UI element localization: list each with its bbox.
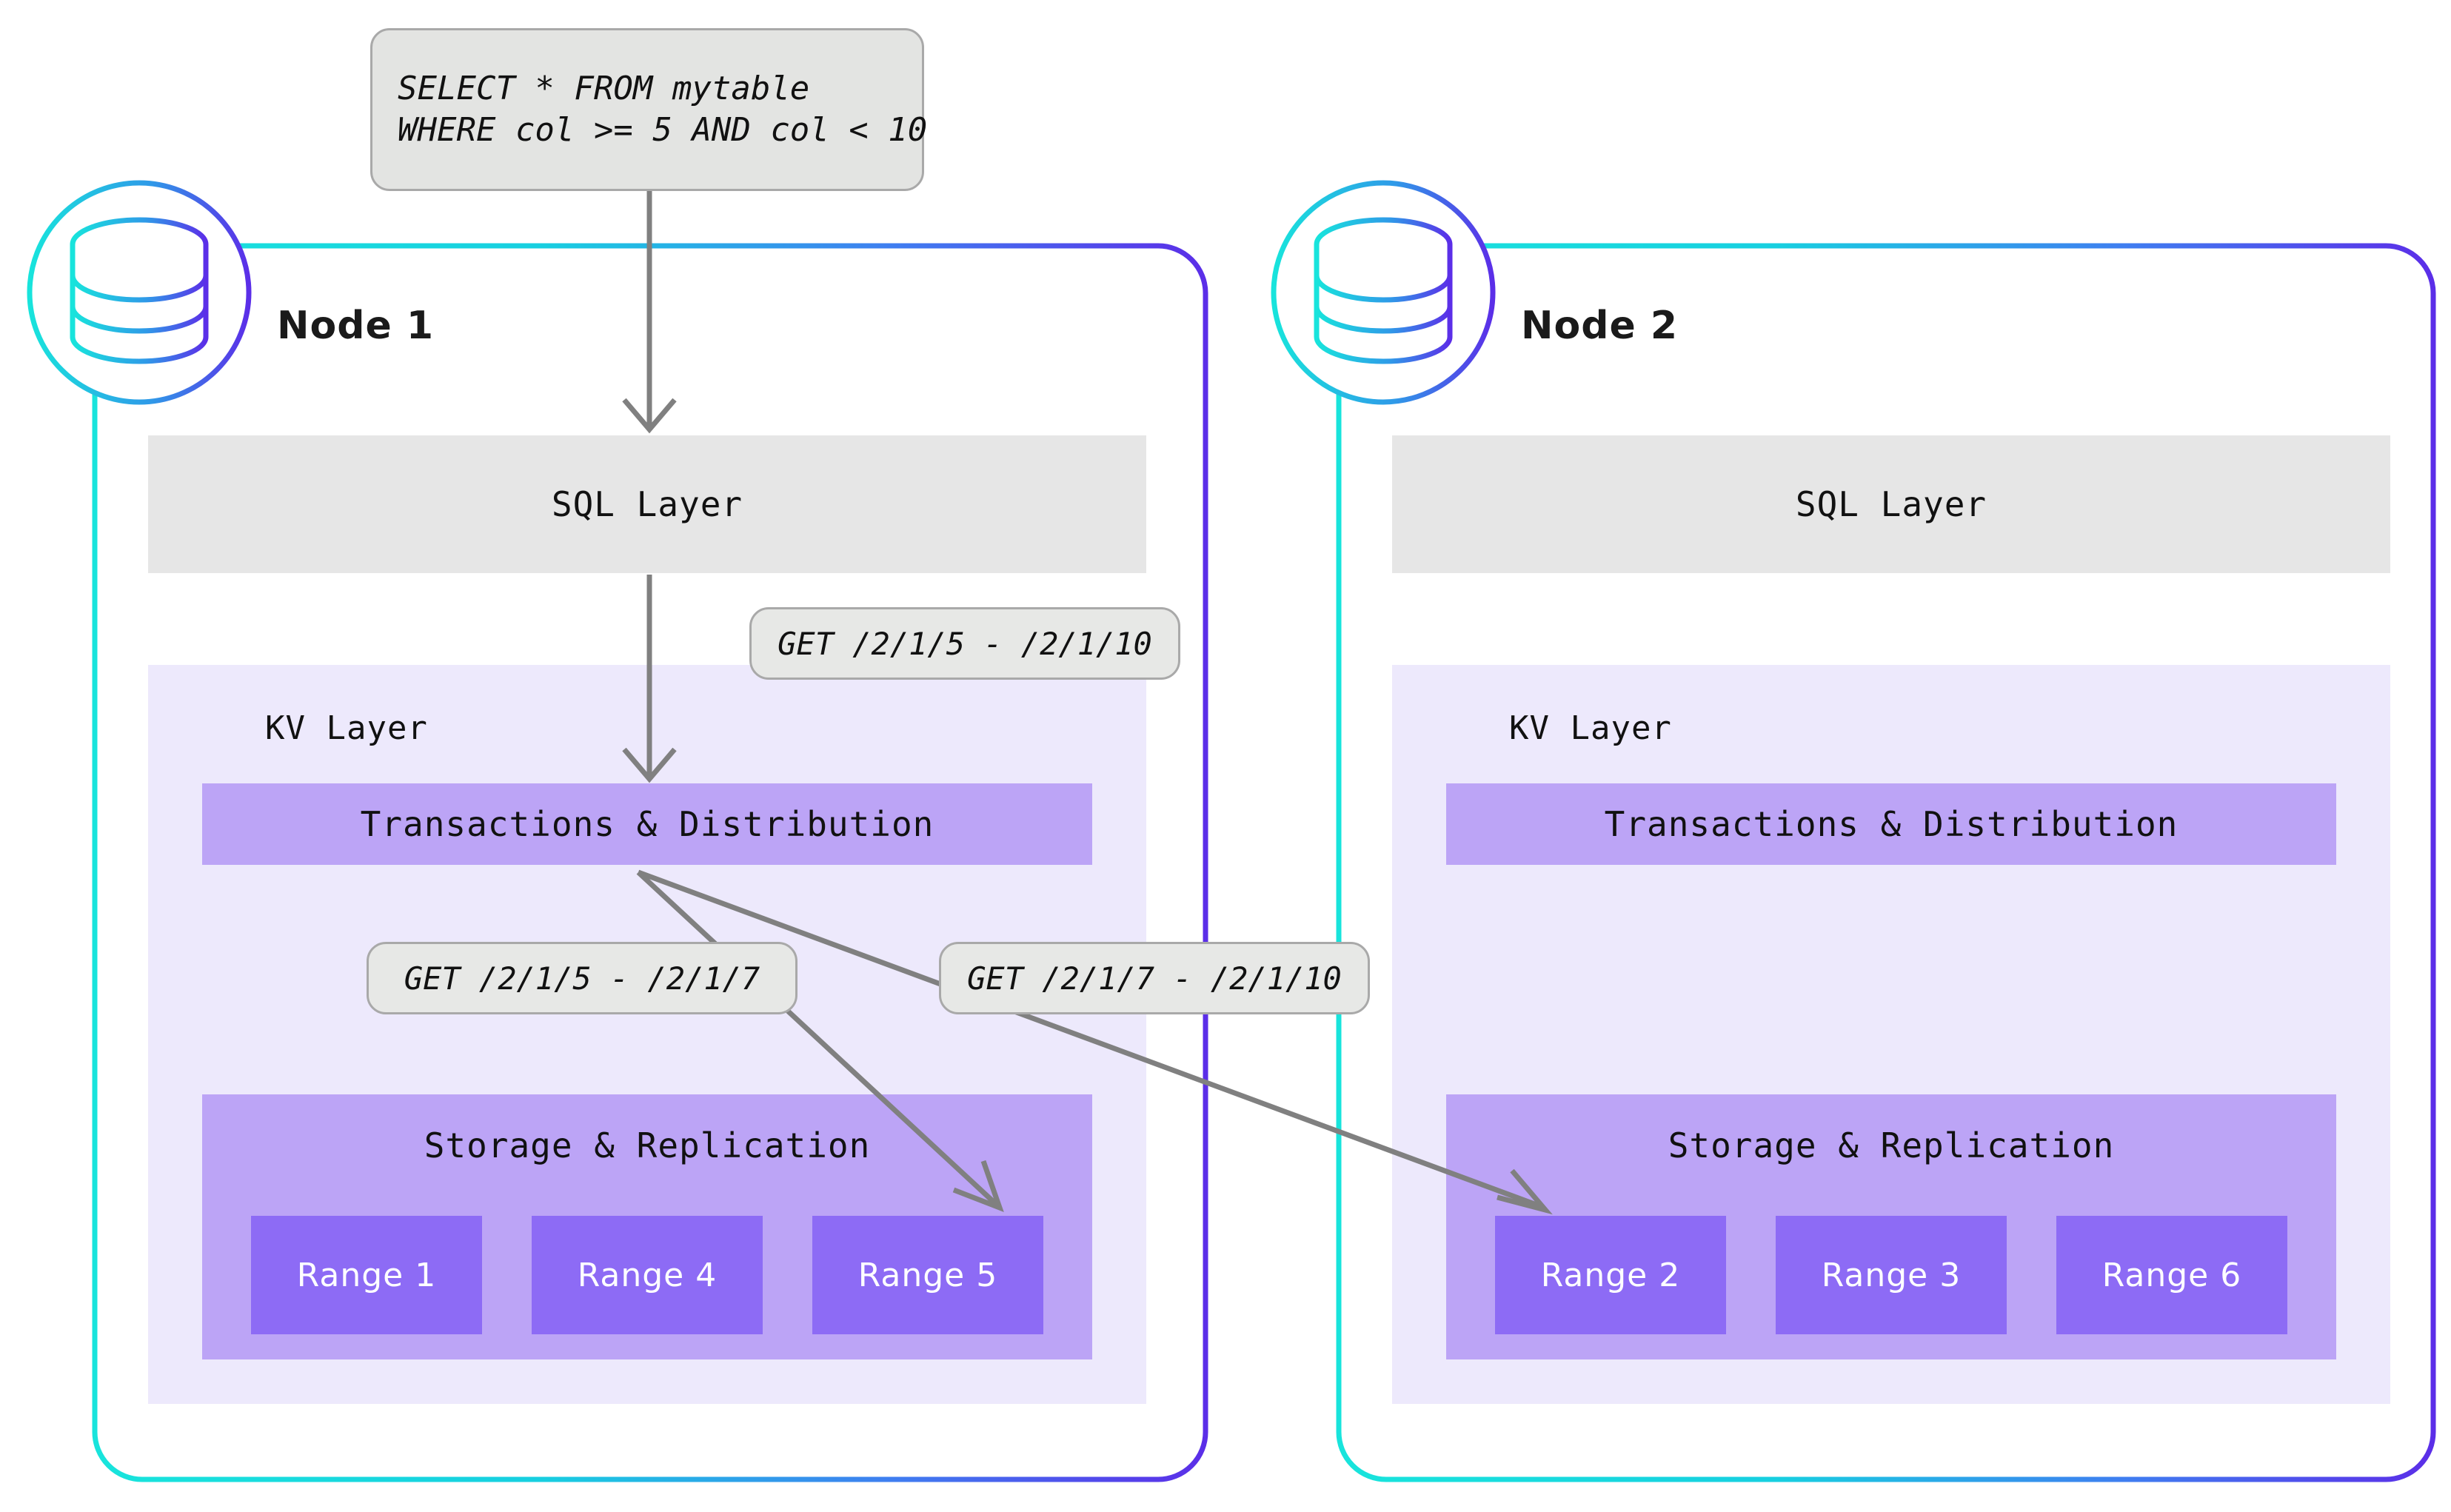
node-2-range-2[interactable]: Range 6 (2056, 1216, 2287, 1334)
range-label: Range 2 (1540, 1256, 1681, 1294)
sql-query-line-1: SELECT * FROM mytable (398, 69, 810, 107)
node-2-range-1[interactable]: Range 3 (1776, 1216, 2007, 1334)
node-1-storage-label: Storage & Replication (424, 1125, 871, 1165)
node-2-transactions-label: Transactions & Distribution (1604, 804, 2179, 844)
node-1-storage-box: Storage & Replication Range 1 Range 4 Ra… (202, 1094, 1092, 1359)
node-1-transactions-label: Transactions & Distribution (360, 804, 934, 844)
range-label: Range 6 (2101, 1256, 2242, 1294)
node-2-sql-layer-label: SQL Layer (1795, 484, 1987, 524)
callout-kv-to-remote-range: GET /2/1/7 - /2/1/10 (939, 942, 1370, 1014)
range-label: Range 3 (1821, 1256, 1962, 1294)
node-2-sql-layer: SQL Layer (1392, 435, 2390, 573)
callout-kv-to-local-range: GET /2/1/5 - /2/1/7 (367, 942, 798, 1014)
callout-text: GET /2/1/5 - /2/1/10 (778, 625, 1152, 662)
node-2-storage-box: Storage & Replication Range 2 Range 3 Ra… (1446, 1094, 2336, 1359)
callout-sql-to-kv: GET /2/1/5 - /2/1/10 (749, 607, 1180, 680)
arrowhead-sql-to-kv (622, 747, 677, 783)
range-label: Range 5 (857, 1256, 998, 1294)
callout-text: GET /2/1/7 - /2/1/10 (967, 960, 1342, 997)
arrowhead-kv-to-range2 (1497, 1168, 1553, 1215)
node-2-storage-label: Storage & Replication (1668, 1125, 2115, 1165)
node-1-transactions-box: Transactions & Distribution (202, 783, 1092, 865)
node-1-sql-layer: SQL Layer (148, 435, 1146, 573)
node-1-range-0[interactable]: Range 1 (251, 1216, 482, 1334)
arrow-kv-to-range2 (637, 869, 1544, 1210)
node-2-kv-layer-label: KV Layer (1509, 709, 1672, 747)
node-1-range-1[interactable]: Range 4 (532, 1216, 763, 1334)
node-2-title: Node 2 (1521, 304, 1679, 348)
node-1-sql-layer-label: SQL Layer (551, 484, 743, 524)
sql-query-line-2: WHERE col >= 5 AND col < 10 (398, 111, 928, 149)
range-label: Range 1 (296, 1256, 437, 1294)
range-label: Range 4 (577, 1256, 718, 1294)
callout-text: GET /2/1/5 - /2/1/7 (404, 960, 760, 997)
node-2-range-0[interactable]: Range 2 (1495, 1216, 1726, 1334)
arrowhead-kv-to-range5 (952, 1160, 1004, 1212)
database-cylinder-icon (27, 180, 252, 405)
arrowhead-query-to-sql (622, 398, 677, 434)
node-1-range-2[interactable]: Range 5 (812, 1216, 1043, 1334)
arrow-kv-to-range5 (636, 870, 999, 1207)
node-1-title: Node 1 (277, 304, 435, 348)
node-1-kv-layer-label: KV Layer (265, 709, 428, 747)
database-cylinder-icon (1271, 180, 1496, 405)
node-2-transactions-box: Transactions & Distribution (1446, 783, 2336, 865)
node-2-border (1336, 243, 2436, 1482)
